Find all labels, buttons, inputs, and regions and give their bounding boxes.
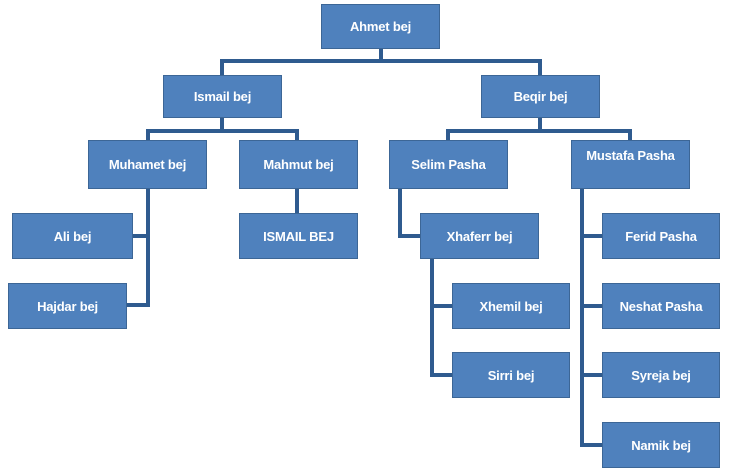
node-namik-bej: Namik bej [602,422,720,468]
node-mahmut-bej: Mahmut bej [239,140,358,189]
node-beqir-bej: Beqir bej [481,75,600,118]
node-ali-bej: Ali bej [12,213,133,259]
node-ismail-bej: Ismail bej [163,75,282,118]
node-selim-pasha: Selim Pasha [389,140,508,189]
node-sirri-bej: Sirri bej [452,352,570,398]
node-xhaferr-bej: Xhaferr bej [420,213,539,259]
node-ismail-bej-uppercase: ISMAIL BEJ [239,213,358,259]
node-ferid-pasha: Ferid Pasha [602,213,720,259]
node-xhemil-bej: Xhemil bej [452,283,570,329]
node-ahmet-bej: Ahmet bej [321,4,440,49]
node-syreja-bej: Syreja bej [602,352,720,398]
node-mustafa-pasha: Mustafa Pasha [571,140,690,189]
node-neshat-pasha: Neshat Pasha [602,283,720,329]
node-muhamet-bej: Muhamet bej [88,140,207,189]
node-hajdar-bej: Hajdar bej [8,283,127,329]
